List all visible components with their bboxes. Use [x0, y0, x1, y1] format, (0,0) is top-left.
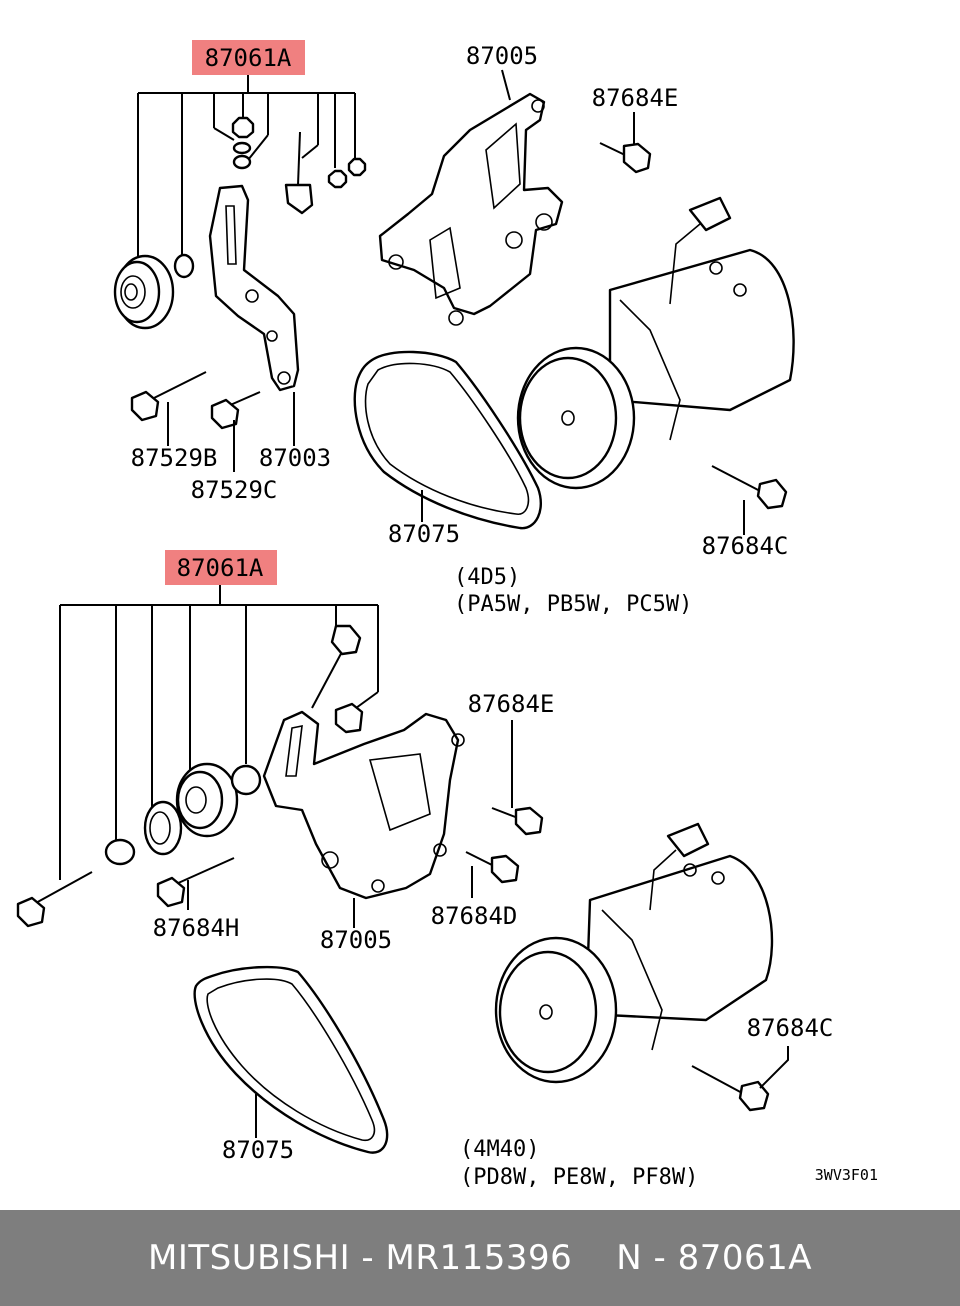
top-bolt-c: [210, 391, 261, 430]
bottom-bolt-h: [156, 857, 235, 908]
bottom-engine-caption: (4M40): [460, 1137, 539, 1162]
top-engine-caption: (4D5): [454, 565, 520, 590]
bottom-drive-belt: [193, 965, 389, 1154]
top-belt-label[interactable]: 87075: [388, 520, 460, 548]
top-tensioner-plate: [208, 184, 300, 392]
bottom-bolt-d-label[interactable]: 87684D: [431, 902, 518, 930]
bottom-bolt-d: [465, 851, 520, 884]
top-idler-pulley: [113, 253, 195, 330]
top-bolt-c2: [711, 465, 788, 510]
top-ac-compressor: [516, 196, 795, 490]
bottom-assembly-highlight: [165, 550, 277, 585]
footer-bar: MITSUBISHI - MR115396 N - 87061A: [0, 1210, 960, 1306]
top-compressor-bracket: [378, 92, 564, 326]
footer-brand-part: MITSUBISHI - MR115396: [147, 1238, 573, 1278]
bottom-upper-bolt: [311, 624, 364, 734]
top-stud-bolt: [284, 131, 314, 215]
top-bolt-e: [599, 142, 652, 174]
bottom-bolt-e: [491, 806, 544, 836]
top-bolt-b: [130, 371, 207, 422]
bottom-section: 87061A: [16, 550, 878, 1190]
bottom-compressor-bracket: [262, 710, 465, 900]
top-plate-label[interactable]: 87003: [259, 444, 331, 472]
bottom-bolt-h-label[interactable]: 87684H: [153, 914, 240, 942]
bottom-ac-compressor: [494, 822, 774, 1084]
bottom-bolt-c: [691, 1065, 770, 1112]
top-assembly-leaders: [137, 75, 356, 268]
bottom-bolt-c-leader: [759, 1046, 789, 1089]
top-drive-belt: [353, 350, 543, 530]
top-assembly-label[interactable]: 87061A: [205, 44, 292, 72]
parts-diagram: 87061A: [16, 40, 878, 1190]
bottom-long-bolt: [16, 871, 93, 928]
bottom-models-caption: (PD8W, PE8W, PF8W): [460, 1165, 698, 1190]
diagram-code: 3WV3F01: [815, 1166, 878, 1184]
top-bolt-c-label[interactable]: 87529C: [191, 476, 278, 504]
top-bolt-e-label[interactable]: 87684E: [592, 84, 679, 112]
bottom-assembly-label[interactable]: 87061A: [177, 554, 264, 582]
bottom-bracket-label[interactable]: 87005: [320, 926, 392, 954]
top-assembly-highlight: [192, 40, 305, 75]
top-bracket-leader: [501, 69, 511, 101]
top-models-caption: (PA5W, PB5W, PC5W): [454, 592, 692, 617]
top-bracket-label[interactable]: 87005: [466, 42, 538, 70]
top-bolt-b-label[interactable]: 87529B: [131, 444, 218, 472]
top-bolt-c2-label[interactable]: 87684C: [702, 532, 789, 560]
top-section: 87061A: [113, 40, 795, 617]
bottom-bolt-e-label[interactable]: 87684E: [468, 690, 555, 718]
bottom-assembly-leaders: [59, 585, 379, 880]
bottom-belt-label[interactable]: 87075: [222, 1136, 294, 1164]
footer-ref: N - 87061A: [616, 1238, 812, 1278]
bottom-pulley-set: [104, 762, 262, 866]
bottom-bolt-c-label[interactable]: 87684C: [747, 1014, 834, 1042]
top-nut-parts: [231, 116, 367, 189]
